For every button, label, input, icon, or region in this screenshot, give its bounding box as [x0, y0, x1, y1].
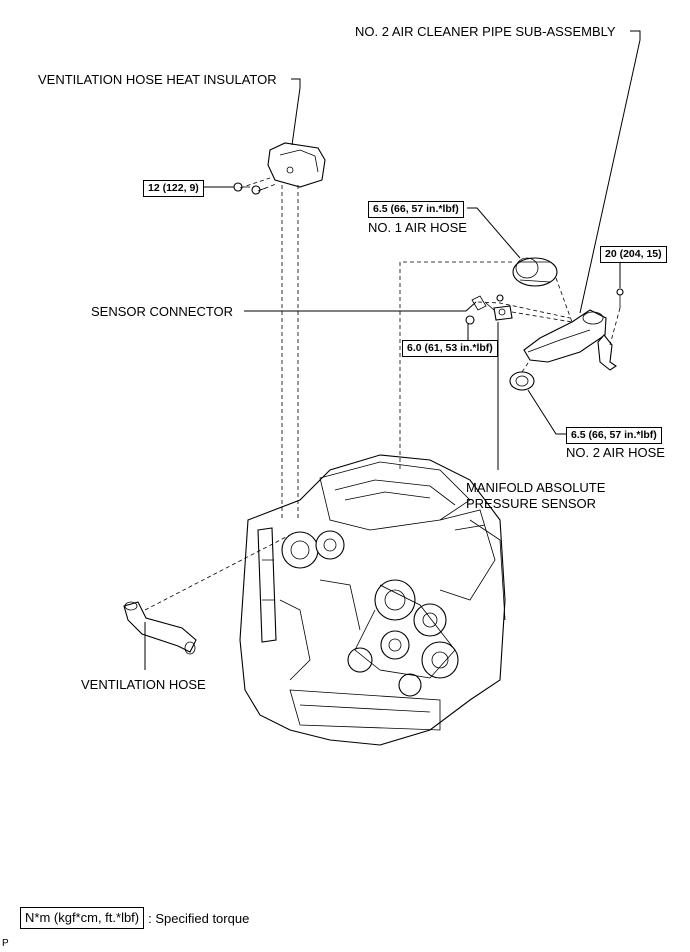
label-map-sensor-line2: PRESSURE SENSOR — [466, 496, 597, 511]
label-map-sensor-line1: MANIFOLD ABSOLUTE — [466, 480, 606, 495]
air-cleaner-pipe-part — [523, 288, 624, 371]
torque-legend: N*m (kgf*cm, ft.*lbf) : Specified torque — [20, 907, 249, 929]
label-ventilation-hose: VENTILATION HOSE — [81, 677, 206, 692]
label-sensor-connector: SENSOR CONNECTOR — [91, 304, 234, 319]
corner-mark: P — [2, 938, 9, 949]
label-no1-air-hose: NO. 1 AIR HOSE — [368, 220, 467, 235]
label-heat-insulator: VENTILATION HOSE HEAT INSULATOR — [38, 72, 277, 87]
assembly-dashed-lines — [144, 177, 621, 611]
heat-insulator-part — [267, 142, 326, 188]
torque-box-insulator-bolt: 12 (122, 9) — [143, 180, 204, 197]
legend-description: : Specified torque — [148, 910, 250, 926]
map-sensor-part — [465, 294, 513, 325]
torque-box-no1-hose: 6.5 (66, 57 in.*lbf) — [368, 201, 464, 218]
torque-box-no2-hose: 6.5 (66, 57 in.*lbf) — [566, 427, 662, 444]
no2-air-hose-part — [509, 371, 535, 391]
label-air-cleaner-pipe: NO. 2 AIR CLEANER PIPE SUB-ASSEMBLY — [355, 24, 616, 39]
leader-lines — [144, 30, 641, 670]
label-no2-air-hose: NO. 2 AIR HOSE — [566, 445, 665, 460]
no1-air-hose-part — [512, 257, 558, 287]
engine-assembly — [239, 454, 506, 746]
legend-box: N*m (kgf*cm, ft.*lbf) — [20, 907, 145, 929]
ventilation-hose-part — [123, 601, 197, 655]
torque-box-sensor-bolt: 6.0 (61, 53 in.*lbf) — [402, 340, 498, 357]
torque-box-pipe-bolt: 20 (204, 15) — [600, 246, 667, 263]
